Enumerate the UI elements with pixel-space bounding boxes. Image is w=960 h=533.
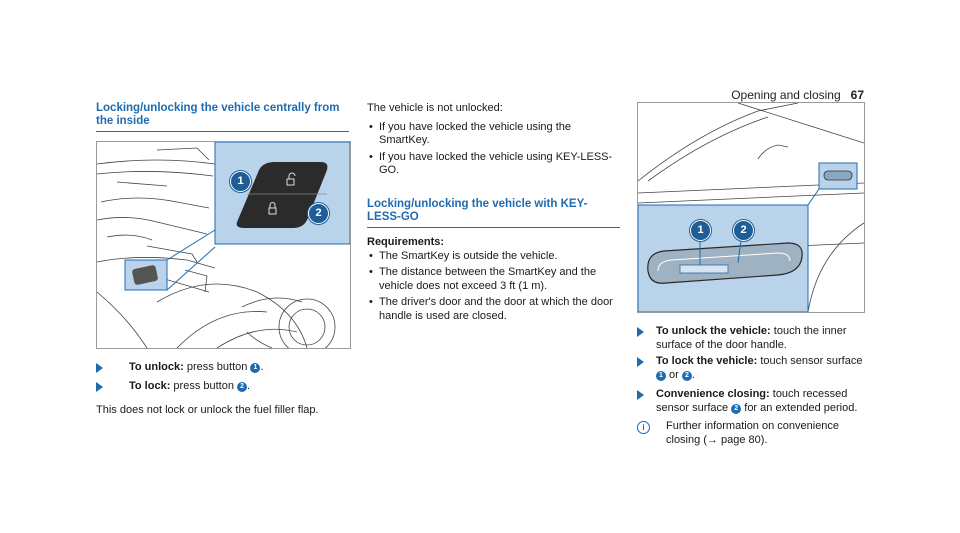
badge-1: 1 — [250, 363, 261, 373]
step-lock-vehicle: To lock the vehicle: touch sensor surfac… — [637, 355, 872, 382]
step-text: touch sensor surface — [757, 355, 863, 367]
step-arrow-icon — [96, 363, 103, 373]
callout-2: 2 — [308, 203, 329, 224]
heading-line-1: Locking/unlocking the vehicle centrally … — [96, 102, 340, 114]
step-unlock: To unlock: press button 1. — [96, 361, 351, 375]
list-item: The distance between the SmartKey and th… — [367, 266, 617, 293]
badge-1: 1 — [656, 370, 666, 381]
step-lock: To lock: press button 2. — [96, 380, 351, 394]
step-text: press button — [183, 361, 251, 373]
bullet-list: If you have locked the vehicle using the… — [367, 121, 617, 178]
requirements-label: Requirements: — [367, 236, 445, 248]
step-convenience-closing: Convenience closing: touch recessed sens… — [637, 388, 872, 415]
step-arrow-icon — [637, 357, 644, 367]
requirements-list: The SmartKey is outside the vehicle. The… — [367, 250, 617, 324]
figure-door-handle: 1 2 — [637, 102, 865, 313]
step-text-mid: or — [666, 368, 682, 381]
info-text: Further information on convenience closi… — [666, 420, 840, 446]
section-title: Opening and closing — [731, 88, 841, 102]
badge-2: 2 — [237, 382, 248, 392]
list-item: If you have locked the vehicle using the… — [367, 121, 617, 148]
step-text-end: . — [260, 361, 264, 373]
step-text: touch recessed sensor surface — [656, 388, 848, 414]
list-item: The SmartKey is outside the vehicle. — [367, 250, 617, 264]
fuel-flap-note: This does not lock or unlock the fuel fi… — [96, 404, 319, 416]
figure-door-panel: 1 2 — [96, 141, 351, 349]
callout-1: 1 — [230, 171, 251, 192]
step-label: To unlock: — [129, 361, 184, 373]
section-heading-central-locking: Locking/unlocking the vehicle centrally … — [96, 102, 351, 128]
callout-1: 1 — [690, 220, 711, 241]
step-label: Convenience closing: — [656, 388, 770, 400]
heading-line-2: the inside — [96, 115, 150, 127]
badge-2: 2 — [681, 370, 692, 381]
info-note: i Further information on convenience clo… — [637, 420, 872, 447]
step-label: To lock the vehicle: — [656, 355, 758, 367]
info-icon: i — [637, 421, 650, 434]
callout-2: 2 — [733, 220, 754, 241]
step-arrow-icon — [96, 382, 103, 392]
list-item: The driver's door and the door at which … — [367, 296, 617, 323]
step-label: To lock: — [129, 380, 171, 392]
step-text: press button — [170, 380, 238, 392]
heading-line-1: Locking/unlocking the vehicle with KEY- — [367, 198, 588, 210]
step-unlock-vehicle: To unlock the vehicle: touch the inner s… — [637, 325, 872, 352]
heading-line-2: LESS-GO — [367, 211, 419, 223]
section-heading-keyless-go: Locking/unlocking the vehicle with KEY- … — [367, 198, 622, 224]
step-text-end: . — [247, 380, 251, 392]
intro-text: The vehicle is not unlocked: — [367, 102, 503, 114]
heading-rule — [367, 227, 620, 228]
page-number: 67 — [850, 88, 864, 102]
step-text: touch the inner surface of the door hand… — [656, 325, 847, 351]
not-unlocked-block: The vehicle is not unlocked: If you have… — [367, 102, 617, 181]
step-arrow-icon — [637, 390, 644, 400]
step-text-end: for an extended period. — [741, 401, 858, 414]
requirements-block: Requirements: The SmartKey is outside th… — [367, 236, 617, 326]
list-item: If you have locked the vehicle using KEY… — [367, 151, 617, 178]
page-header: Opening and closing 67 — [731, 88, 864, 102]
step-text-end: . — [691, 368, 695, 381]
step-label: To unlock the vehicle: — [656, 325, 771, 337]
door-panel-illustration — [97, 142, 350, 348]
door-handle-illustration — [638, 103, 864, 312]
badge-2: 2 — [731, 403, 742, 414]
heading-rule — [96, 131, 349, 132]
step-arrow-icon — [637, 327, 644, 337]
